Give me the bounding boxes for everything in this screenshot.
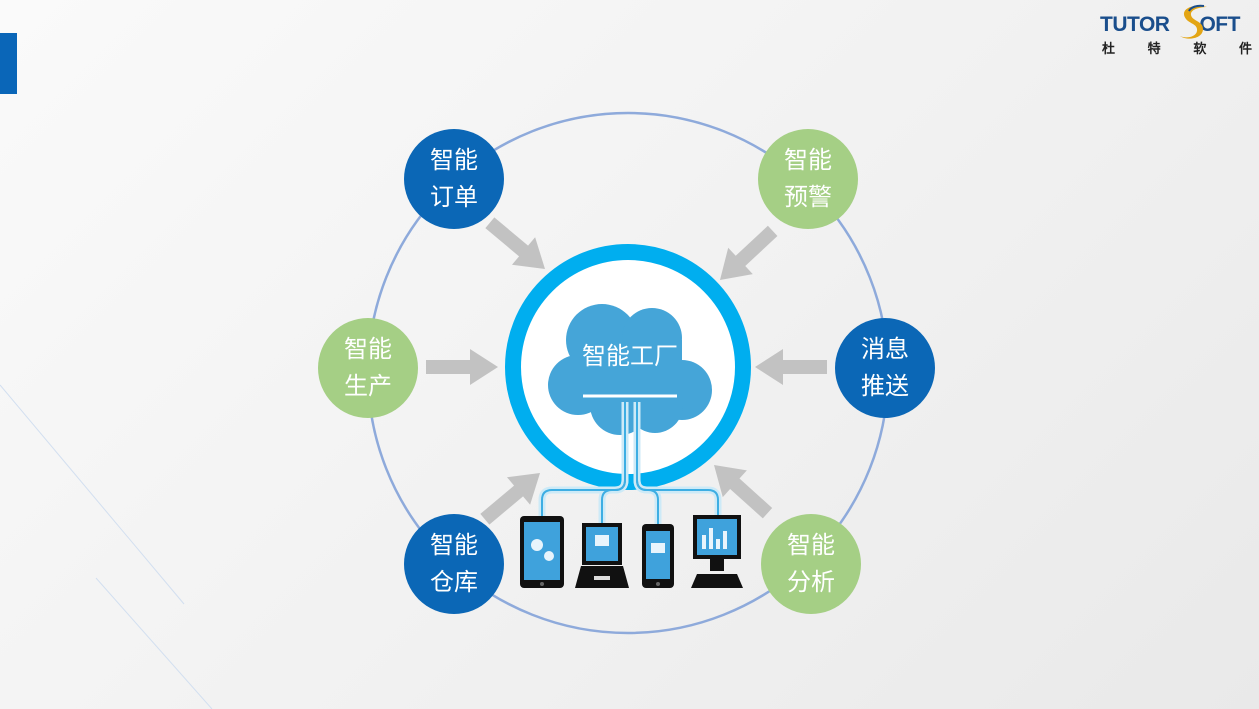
node-label-line2: 生产	[344, 372, 392, 400]
arrow-from-order	[485, 217, 545, 269]
node-label-line1: 智能	[430, 531, 478, 559]
node-label-line2: 推送	[861, 372, 909, 400]
laptop-icon	[575, 523, 629, 588]
logo-char-2: 特	[1147, 42, 1161, 57]
decorative-line	[0, 384, 185, 605]
node-smart-warehouse: 智能 仓库	[404, 514, 504, 614]
node-smart-production: 智能 生产	[318, 318, 418, 418]
node-label-line1: 智能	[784, 146, 832, 174]
tutorsoft-logo: TUTOR OFT 杜 特 软 件	[1098, 4, 1258, 58]
node-label-line2: 分析	[787, 568, 835, 596]
logo-wordmark-left: TUTOR	[1100, 13, 1170, 36]
cloud-icon	[548, 304, 712, 435]
node-label-line1: 消息	[861, 335, 909, 363]
node-label-line1: 智能	[430, 146, 478, 174]
decorative-line	[95, 577, 213, 709]
device-connector-inner	[541, 402, 719, 524]
arrow-from-warehouse	[480, 473, 540, 525]
tablet-icon	[520, 516, 564, 588]
node-label-line1: 智能	[344, 335, 392, 363]
arrow-from-production	[426, 349, 498, 385]
title-accent-bar	[0, 33, 17, 94]
arrow-from-message	[755, 349, 827, 385]
node-smart-order: 智能 订单	[404, 129, 504, 229]
node-label-line2: 预警	[784, 183, 832, 211]
logo-char-1: 杜	[1102, 42, 1116, 57]
logo-char-4: 件	[1238, 42, 1252, 57]
arrow-from-analysis	[714, 465, 773, 519]
node-smart-alert: 智能 预警	[758, 129, 858, 229]
node-message-push: 消息 推送	[835, 318, 935, 418]
node-label-line1: 智能	[787, 531, 835, 559]
desktop-monitor-icon	[691, 515, 743, 588]
logo-char-3: 软	[1193, 42, 1207, 57]
logo-s-swoosh-icon	[1180, 4, 1207, 39]
node-smart-analysis: 智能 分析	[761, 514, 861, 614]
hub-label: 智能工厂	[582, 342, 678, 370]
arrow-from-alert	[720, 225, 778, 280]
smartphone-icon	[642, 524, 674, 588]
arrows	[426, 217, 827, 525]
node-label-line2: 仓库	[430, 568, 478, 596]
logo-wordmark-right: OFT	[1199, 13, 1240, 36]
logo-wordmark: TUTOR OFT	[1100, 13, 1240, 37]
node-label-line2: 订单	[430, 183, 478, 211]
logo-chinese-name: 杜 特 软 件	[1102, 38, 1252, 57]
